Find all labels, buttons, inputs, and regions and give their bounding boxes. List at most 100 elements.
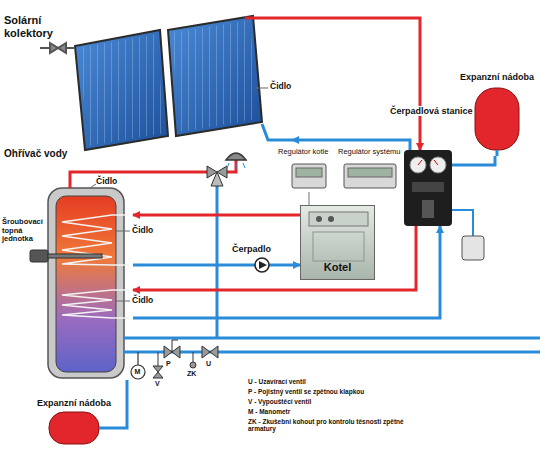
- pump-station: Čerpadlová stanice: [404, 150, 452, 226]
- part-label: Šroubovací topná jednotka: [2, 218, 46, 244]
- solar-pipe: [245, 18, 292, 140]
- test-cock: [190, 362, 196, 368]
- expansion-vessel: Expanzní nádoba: [30, 398, 118, 446]
- note-text: V - Vypouštěcí ventil: [248, 398, 311, 405]
- shut-off-valve: [210, 346, 218, 358]
- canister: [452, 210, 473, 236]
- gauge-needle: [418, 160, 422, 165]
- note-text: M - Manometr: [248, 408, 290, 415]
- panel-texture: [172, 20, 258, 132]
- sensor-mark: [90, 88, 268, 301]
- shut-off-valve: [202, 346, 218, 358]
- manometer: [137, 352, 138, 365]
- node-label: Solární kolektory: [4, 14, 66, 39]
- vessel-pipe: [99, 427, 118, 430]
- pipe-connector: [133, 226, 440, 318]
- drain-valve: [153, 372, 163, 378]
- pipe-connector: [118, 380, 127, 428]
- collector-valve: [58, 43, 66, 53]
- mixing-valve: [211, 172, 223, 186]
- shower-head: [236, 163, 237, 169]
- part-label: Čidlo: [132, 226, 153, 236]
- sensor-mark: [116, 301, 130, 302]
- panel-texture: [79, 34, 164, 146]
- pump-symbol: [255, 258, 269, 272]
- solar-panel: [168, 16, 262, 136]
- shower-head: [227, 163, 245, 169]
- part-label: Čidlo: [96, 177, 117, 187]
- water-pipe: [70, 172, 209, 188]
- gauge: [430, 157, 446, 173]
- drain-valve: [153, 352, 163, 378]
- node-label: Ohřívač vody: [4, 148, 133, 160]
- part-label: Čidlo: [270, 82, 291, 92]
- boiler-box: Kotel: [300, 205, 375, 280]
- node-label: Expanzní nádoba: [450, 72, 544, 82]
- manometer: [131, 365, 145, 379]
- controller-housing: [344, 164, 396, 188]
- pump-symbol: [255, 258, 269, 272]
- boiler-controller: Regulátor kotle: [278, 148, 344, 192]
- note-text: ZK - Zkušební kohout pro kontrolu těsnos…: [248, 418, 420, 433]
- pump-symbol: [259, 261, 267, 269]
- sensor-mark: [255, 88, 268, 89]
- vessel-body: [475, 88, 519, 150]
- pump-station: [404, 150, 452, 226]
- shower-head: [226, 153, 246, 160]
- node-label: Kotel: [324, 261, 352, 279]
- controller-display: [348, 168, 392, 177]
- shower-head: [243, 163, 245, 168]
- vessel-pipe: [496, 150, 499, 156]
- safety-valve: [172, 346, 180, 358]
- part-label: Čidlo: [132, 296, 153, 306]
- expansion-vessel: Expanzní nádoba: [450, 72, 544, 156]
- heating-element: [30, 250, 48, 262]
- solar-pipe: [245, 17, 292, 20]
- sensor-mark: [116, 231, 130, 232]
- water-pipe: [70, 160, 540, 352]
- drain-valve: [158, 352, 159, 366]
- controller-display: [296, 168, 322, 177]
- drain-valve: [153, 366, 163, 372]
- safety-valve: [172, 340, 178, 352]
- node-label: Regulátor kotle: [278, 148, 344, 157]
- sensor-mark: [90, 184, 96, 188]
- water-pipe: [124, 351, 540, 354]
- mixing-valve: [207, 166, 227, 186]
- pipe-connector: [133, 264, 300, 267]
- vessel-body: [49, 412, 99, 444]
- water-heater-tank: [48, 188, 124, 378]
- boiler-knob: [316, 216, 322, 222]
- control-wire: [308, 192, 309, 205]
- station-part: [412, 182, 444, 192]
- node-label: Expanzní nádoba: [30, 398, 118, 408]
- shower-head: [226, 153, 246, 169]
- callout-letter: V: [155, 380, 160, 388]
- boiler-door: [313, 232, 364, 261]
- panel-texture: [79, 20, 258, 146]
- solar-collectors: Solární kolektory: [4, 14, 292, 154]
- part-label: Čerpadlo: [232, 244, 271, 254]
- solar-panel: [75, 16, 262, 150]
- station-part: [422, 200, 434, 218]
- note-text: P - Pojistný ventil se zpětnou klapkou: [248, 388, 364, 395]
- callout-letter: ZK: [187, 370, 196, 378]
- heat-exchanger-coil: [62, 215, 129, 318]
- boiler-panel: [309, 212, 368, 226]
- water-heater-tank: [48, 188, 124, 378]
- water-pipe: [216, 179, 219, 338]
- gauge-needle: [434, 160, 438, 165]
- water-pipe: [124, 337, 540, 340]
- boiler-knob: [328, 216, 334, 222]
- shut-off-valve: [202, 346, 210, 358]
- safety-valve: [164, 346, 172, 358]
- safety-valve: [164, 340, 180, 358]
- test-cock: [193, 352, 194, 362]
- solar-pipe: [262, 124, 292, 140]
- node-label: Regulátor systému: [338, 148, 406, 157]
- gauge: [410, 157, 426, 173]
- callout-letter: U: [206, 360, 211, 368]
- callout-letter: M: [135, 368, 141, 376]
- canister: [462, 236, 484, 260]
- solar-panel: [75, 30, 168, 150]
